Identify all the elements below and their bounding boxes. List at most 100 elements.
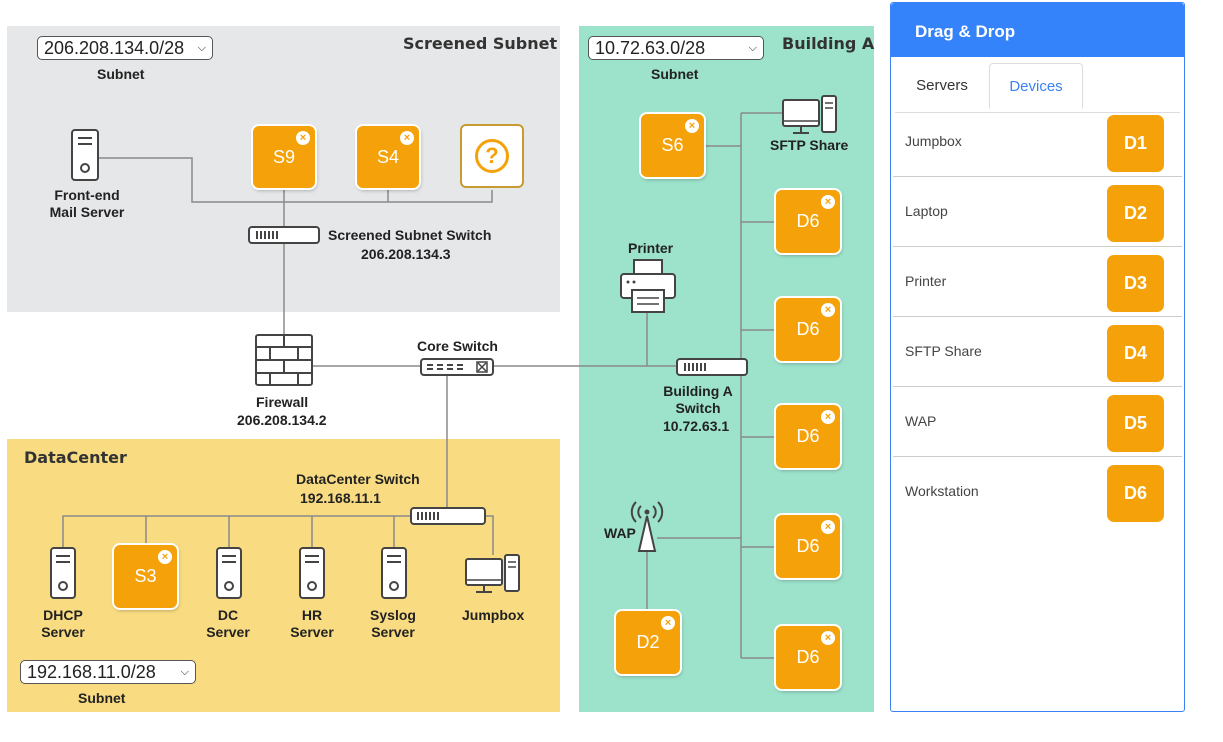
dc-server-label: DC Server [206, 607, 250, 640]
dhcp-server-icon [50, 547, 76, 599]
hr-server-label: HR Server [290, 607, 334, 640]
datacenter-subnet-label: Subnet [78, 690, 126, 706]
printer-icon [620, 259, 676, 313]
tab-servers[interactable]: Servers [916, 77, 968, 94]
remove-icon[interactable]: × [821, 410, 835, 424]
server-tile-s6[interactable]: S6 × [641, 114, 704, 177]
remove-icon[interactable]: × [821, 520, 835, 534]
sftp-computer-icon [782, 95, 837, 134]
dhcp-server-label: DHCP Server [41, 607, 85, 640]
firewall-label: Firewall [256, 394, 309, 410]
device-name: WAP [905, 413, 937, 429]
empty-drop-slot[interactable]: ? [460, 124, 524, 188]
building-a-title: Building A [782, 34, 875, 53]
datacenter-subnet-select[interactable]: 192.168.11.0/28 ⌵ [20, 660, 196, 684]
building-a-subnet-label: Subnet [651, 66, 699, 82]
device-tile-d6[interactable]: D6 × [776, 626, 840, 689]
panel-tabs: Servers Devices [895, 63, 1180, 113]
tile-label: S3 [134, 566, 157, 586]
screened-subnet-value: 206.208.134.0/28 [44, 37, 185, 58]
remove-icon[interactable]: × [821, 303, 835, 317]
draggable-tile-d1[interactable]: D1 [1107, 115, 1164, 172]
tile-label: D2 [636, 632, 660, 652]
device-name: Jumpbox [905, 133, 962, 149]
datacenter-switch-label: DataCenter Switch [296, 471, 420, 487]
datacenter-subnet-value: 192.168.11.0/28 [27, 661, 156, 682]
server-tile-s4[interactable]: S4 × [357, 126, 419, 188]
device-name: Laptop [905, 203, 948, 219]
firewall-icon [255, 334, 313, 386]
device-tile-d6[interactable]: D6 × [776, 515, 840, 578]
hr-server-icon [299, 547, 325, 599]
device-name: Printer [905, 273, 947, 289]
wap-antenna-icon [630, 501, 664, 552]
building-a-switch-icon [676, 358, 748, 376]
remove-icon[interactable]: × [685, 119, 699, 133]
datacenter-title: DataCenter [24, 448, 127, 467]
firewall-ip: 206.208.134.2 [237, 412, 327, 428]
drag-drop-panel: Drag & Drop Servers Devices Jumpbox D1 L… [890, 2, 1185, 712]
jumpbox-computer-icon [465, 554, 520, 593]
printer-label: Printer [628, 240, 674, 256]
remove-icon[interactable]: × [296, 131, 310, 145]
remove-icon[interactable]: × [821, 195, 835, 209]
datacenter-switch-icon [410, 507, 486, 525]
device-item-workstation: Workstation D6 [893, 457, 1182, 527]
tile-label: S6 [661, 135, 684, 155]
mail-server-label: Front-end Mail Server [49, 187, 125, 220]
building-a-switch-ip: 10.72.63.1 [663, 418, 730, 434]
tile-label: S4 [376, 146, 400, 167]
draggable-tile-d4[interactable]: D4 [1107, 325, 1164, 382]
mail-server-icon [71, 129, 99, 181]
remove-icon[interactable]: × [158, 550, 172, 564]
chevron-down-icon: ⌵ [197, 41, 206, 54]
tab-devices[interactable]: Devices [989, 63, 1083, 109]
question-mark-icon: ? [475, 139, 509, 173]
building-a-subnet-value: 10.72.63.0/28 [595, 37, 706, 58]
tile-label: S9 [272, 146, 296, 167]
device-item-laptop: Laptop D2 [893, 177, 1182, 247]
panel-title: Drag & Drop [891, 3, 1184, 57]
device-tile-d6[interactable]: D6 × [776, 298, 840, 361]
core-switch-label: Core Switch [417, 338, 498, 354]
device-tile-d2[interactable]: D2 × [616, 611, 680, 674]
tile-label: D6 [796, 647, 820, 667]
draggable-tile-d5[interactable]: D5 [1107, 395, 1164, 452]
draggable-tile-d2[interactable]: D2 [1107, 185, 1164, 242]
server-tile-s3[interactable]: S3 × [114, 545, 177, 608]
device-tile-d6[interactable]: D6 × [776, 405, 840, 468]
core-switch-icon [420, 358, 494, 376]
building-a-switch-label: Building A Switch [663, 383, 733, 416]
device-tile-d6[interactable]: D6 × [776, 190, 840, 253]
draggable-tile-d3[interactable]: D3 [1107, 255, 1164, 312]
chevron-down-icon: ⌵ [748, 41, 757, 54]
sftp-share-label: SFTP Share [770, 137, 849, 153]
datacenter-switch-ip: 192.168.11.1 [300, 490, 381, 506]
screened-switch-label: Screened Subnet Switch [328, 227, 492, 243]
remove-icon[interactable]: × [400, 131, 414, 145]
server-tile-s9[interactable]: S9 × [253, 126, 315, 188]
dc-server-icon [216, 547, 242, 599]
screened-subnet-title: Screened Subnet [403, 34, 558, 53]
screened-switch-ip: 206.208.134.3 [361, 246, 451, 262]
wap-label: WAP [604, 525, 636, 541]
tile-label: D6 [796, 426, 820, 446]
device-item-wap: WAP D5 [893, 387, 1182, 457]
device-item-jumpbox: Jumpbox D1 [893, 107, 1182, 177]
chevron-down-icon: ⌵ [180, 665, 189, 678]
device-name: Workstation [905, 483, 979, 499]
device-name: SFTP Share [905, 343, 982, 359]
screened-switch-icon [248, 226, 320, 244]
remove-icon[interactable]: × [661, 616, 675, 630]
tile-label: D6 [796, 319, 820, 339]
screened-subnet-label: Subnet [97, 66, 145, 82]
jumpbox-label: Jumpbox [462, 607, 525, 623]
remove-icon[interactable]: × [821, 631, 835, 645]
screened-subnet-select[interactable]: 206.208.134.0/28 ⌵ [37, 36, 213, 60]
draggable-tile-d6[interactable]: D6 [1107, 465, 1164, 522]
building-a-subnet-select[interactable]: 10.72.63.0/28 ⌵ [588, 36, 764, 60]
device-item-sftp-share: SFTP Share D4 [893, 317, 1182, 387]
device-item-printer: Printer D3 [893, 247, 1182, 317]
tile-label: D6 [796, 536, 820, 556]
